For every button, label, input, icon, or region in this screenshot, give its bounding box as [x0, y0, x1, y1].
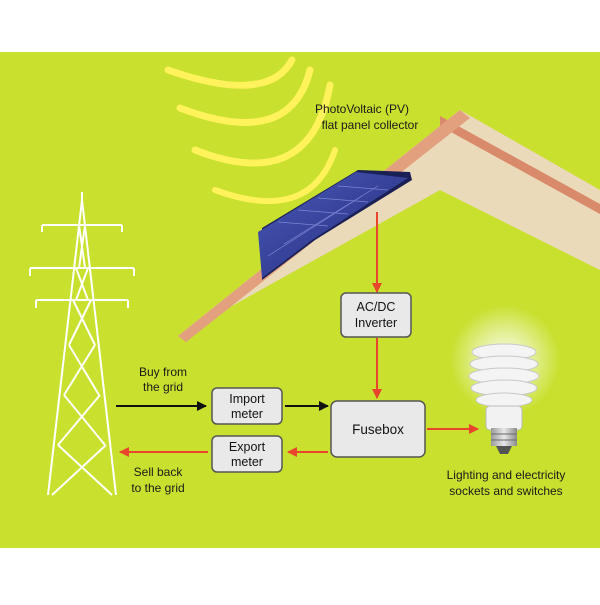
pv-label-2: flat panel collector: [322, 118, 419, 132]
inverter-label-2: Inverter: [355, 316, 397, 330]
buy-label-1: Buy from: [139, 365, 187, 379]
flow-arrows: [116, 212, 479, 457]
lighting-label-2: sockets and switches: [449, 484, 562, 498]
export-label-2: meter: [231, 455, 263, 469]
light-bulb-icon: [450, 305, 560, 454]
import-label-2: meter: [231, 407, 263, 421]
sell-label-2: to the grid: [131, 481, 184, 495]
inverter-label-1: AC/DC: [357, 300, 396, 314]
lighting-label-1: Lighting and electricity: [447, 468, 566, 482]
import-meter-box: [211, 387, 283, 425]
sell-label-1: Sell back: [134, 465, 184, 479]
sun-rays-icon: [164, 56, 338, 205]
pylon-icon: [29, 192, 135, 496]
buy-label-2: the grid: [143, 380, 183, 394]
export-label-1: Export: [229, 440, 266, 454]
fusebox-box: [330, 400, 426, 458]
solar-panel-icon: [258, 170, 412, 280]
pv-label-1: PhotoVoltaic (PV): [315, 102, 409, 116]
import-label-1: Import: [229, 392, 265, 406]
fusebox-label: Fusebox: [352, 422, 404, 437]
export-meter-box: [211, 435, 283, 473]
inverter-box: [340, 292, 412, 338]
